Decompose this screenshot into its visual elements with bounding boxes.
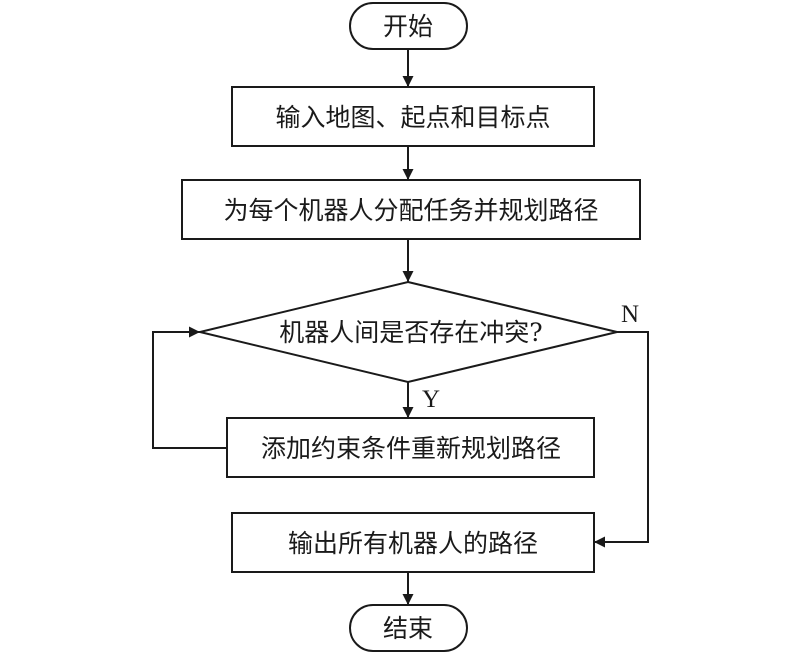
output-label: 输出所有机器人的路径 <box>288 529 538 558</box>
start-node: 开始 <box>349 2 468 50</box>
assign-label: 为每个机器人分配任务并规划路径 <box>223 196 598 225</box>
end-node: 结束 <box>349 604 468 652</box>
start-label: 开始 <box>383 12 433 41</box>
arrow-decision-no <box>594 331 649 548</box>
decision-node: 机器人间是否存在冲突? <box>199 280 618 384</box>
input-node: 输入地图、起点和目标点 <box>231 86 595 147</box>
arrow-replan-loop-back <box>152 326 227 449</box>
assign-node: 为每个机器人分配任务并规划路径 <box>181 179 641 240</box>
no-label: N <box>621 301 639 328</box>
end-label: 结束 <box>383 614 433 643</box>
decision-label: 机器人间是否存在冲突? <box>279 318 542 347</box>
output-node: 输出所有机器人的路径 <box>231 512 595 573</box>
yes-label: Y <box>422 386 440 413</box>
replan-node: 添加约束条件重新规划路径 <box>226 417 595 478</box>
input-label: 输入地图、起点和目标点 <box>275 103 550 132</box>
replan-label: 添加约束条件重新规划路径 <box>261 434 561 463</box>
